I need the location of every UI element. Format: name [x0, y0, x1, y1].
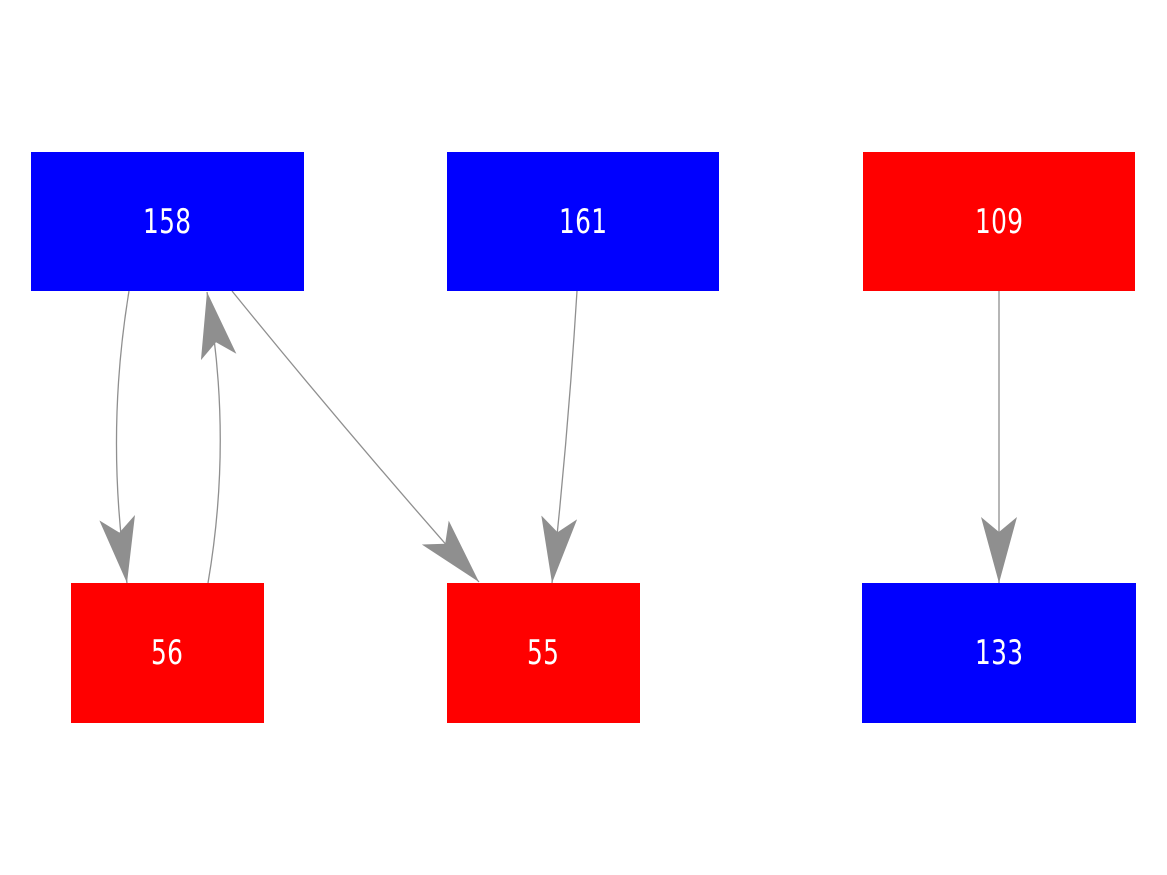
node-109: 109 [863, 152, 1135, 291]
node-label: 161 [558, 201, 608, 242]
node-158: 158 [31, 152, 304, 291]
node-label: 109 [974, 201, 1024, 242]
node-label: 133 [974, 633, 1024, 673]
node-161: 161 [447, 152, 719, 291]
node-label: 56 [151, 633, 184, 673]
edge-158-to-56 [99, 290, 135, 584]
edge-161-to-55 [541, 290, 578, 584]
node-133: 133 [862, 583, 1136, 723]
node-55: 55 [447, 583, 640, 723]
node-label: 158 [143, 201, 192, 242]
edge-158-to-55 [231, 290, 480, 583]
edge-56-to-158 [200, 291, 237, 584]
node-56: 56 [71, 583, 264, 723]
node-label: 55 [527, 633, 560, 673]
